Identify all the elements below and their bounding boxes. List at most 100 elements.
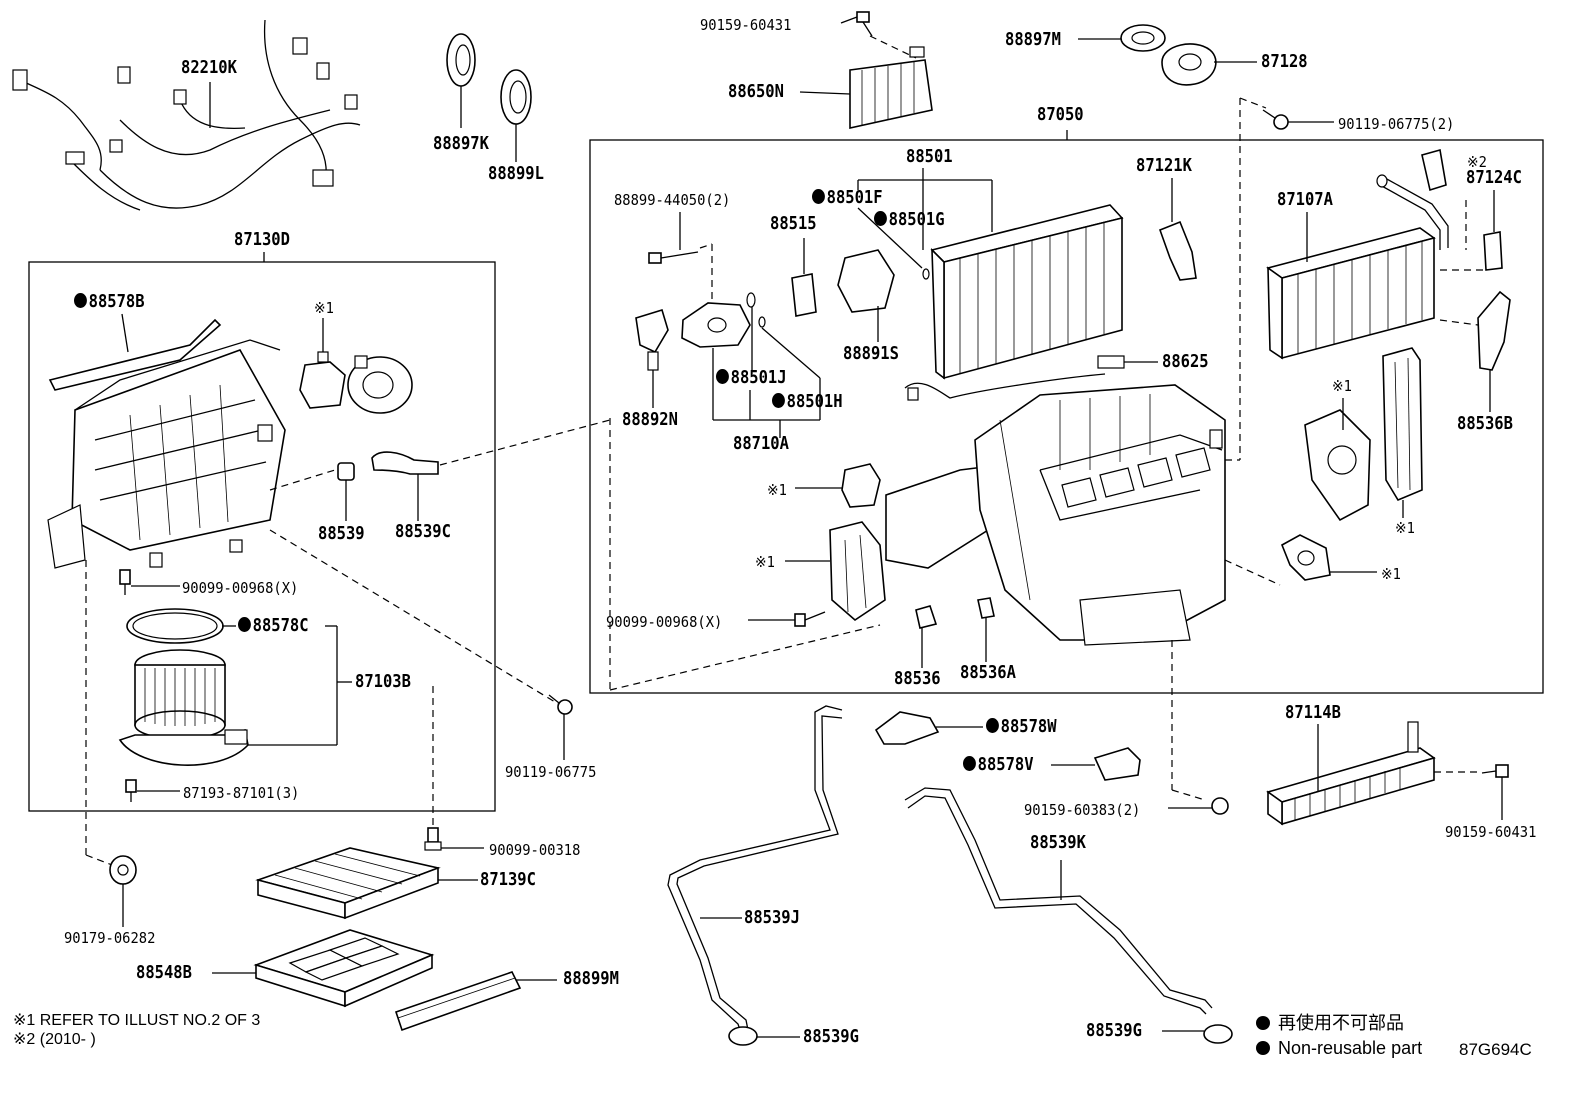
label-90159-60383[interactable]: 90159-60383(2) (1024, 801, 1141, 819)
label-88539[interactable]: 88539 (318, 523, 365, 544)
label-88899-44050[interactable]: 88899-44050(2) (614, 191, 731, 209)
label-88539G-left[interactable]: 88539G (803, 1026, 859, 1047)
servo-right-mid (1304, 409, 1371, 522)
label-ref1-d[interactable]: ※1 (1395, 519, 1415, 537)
label-88578W[interactable]: 88578W (986, 717, 1057, 737)
label-ref1-b[interactable]: ※1 (767, 481, 787, 499)
clip-88536A (977, 597, 995, 619)
label-90179-06282[interactable]: 90179-06282 (64, 929, 156, 947)
grommet-87128 (1161, 43, 1217, 86)
filter-87139C (255, 847, 441, 920)
screw-90099-00318 (424, 827, 442, 851)
screw-90099-00968-left (119, 569, 131, 595)
label-ref1-e[interactable]: ※1 (1381, 565, 1401, 583)
bolt-90119-06775-2 (1262, 109, 1289, 130)
label-88539J[interactable]: 88539J (744, 907, 800, 928)
label-88501F[interactable]: 88501F (812, 188, 883, 208)
bolt-90119-06775 (548, 694, 573, 715)
grommet-90179-06282 (109, 855, 137, 885)
label-87050[interactable]: 87050 (1037, 104, 1084, 125)
non-reusable-dot (74, 293, 87, 308)
non-reusable-dot (986, 718, 999, 733)
label-88710A[interactable]: 88710A (733, 433, 789, 454)
motor-cover (347, 355, 413, 414)
label-88897M[interactable]: 88897M (1005, 29, 1061, 50)
legend-dot (1256, 1016, 1270, 1030)
grommet-88897M (1120, 24, 1166, 52)
cover-88899M (394, 971, 522, 1032)
clip-87124C (1483, 231, 1503, 271)
label-88650N[interactable]: 88650N (728, 81, 784, 102)
label-88891S[interactable]: 88891S (843, 343, 899, 364)
seal-88899L (500, 69, 532, 125)
bracket-88891S (837, 249, 895, 313)
servo-right-tall (1382, 347, 1423, 502)
part-88515 (791, 273, 817, 317)
hose-88539K (904, 787, 1213, 1015)
label-88515[interactable]: 88515 (770, 213, 817, 234)
label-ref1-a[interactable]: ※1 (1332, 377, 1352, 395)
label-88501G[interactable]: 88501G (874, 210, 945, 230)
label-88892N[interactable]: 88892N (622, 409, 678, 430)
label-88536A[interactable]: 88536A (960, 662, 1016, 683)
label-90159-60431-right[interactable]: 90159-60431 (1445, 823, 1537, 841)
non-reusable-dot (238, 617, 251, 632)
legend-jp: 再使用不可部品 (1256, 1012, 1404, 1034)
non-reusable-dot (963, 756, 976, 771)
blower-case-87130D (47, 318, 286, 569)
label-88899M[interactable]: 88899M (563, 968, 619, 989)
tray-88548B (253, 929, 435, 1008)
label-ref2[interactable]: ※2 (1467, 153, 1487, 171)
label-88536[interactable]: 88536 (894, 668, 941, 689)
label-ref1-c[interactable]: ※1 (755, 553, 775, 571)
grommet-88539G-left (728, 1026, 758, 1046)
label-87124C[interactable]: 87124C (1466, 167, 1522, 188)
screw-90099-00968-right (794, 611, 826, 627)
label-88536B[interactable]: 88536B (1457, 413, 1513, 434)
label-88501J[interactable]: 88501J (716, 368, 787, 388)
label-90099-00318[interactable]: 90099-00318 (489, 841, 581, 859)
label-88501H[interactable]: 88501H (772, 392, 843, 412)
screw-87193-87101 (125, 779, 137, 802)
label-87193-87101[interactable]: 87193-87101(3) (183, 784, 300, 802)
sensor-88892N (635, 308, 669, 371)
label-88548B[interactable]: 88548B (136, 962, 192, 983)
bolt-90159-60431-top (856, 11, 873, 37)
blower-motor-87103B (118, 649, 249, 766)
non-reusable-dot (874, 211, 887, 226)
module-88650N (849, 46, 933, 129)
label-87121K[interactable]: 87121K (1136, 155, 1192, 176)
label-88578C[interactable]: 88578C (238, 616, 309, 636)
label-88501[interactable]: 88501 (906, 146, 953, 167)
hvac-case-87050 (885, 384, 1226, 646)
label-87107A[interactable]: 87107A (1277, 189, 1333, 210)
label-82210K[interactable]: 82210K (181, 57, 237, 78)
label-88539C[interactable]: 88539C (395, 521, 451, 542)
frame-87130D (28, 261, 496, 812)
label-88897K[interactable]: 88897K (433, 133, 489, 154)
label-88539G-right[interactable]: 88539G (1086, 1020, 1142, 1041)
label-87130D[interactable]: 87130D (234, 229, 290, 250)
label-90119-06775[interactable]: 90119-06775 (505, 763, 597, 781)
seal-88897K (446, 33, 476, 87)
label-88578V[interactable]: 88578V (963, 755, 1034, 775)
label-87114B[interactable]: 87114B (1285, 702, 1341, 723)
label-ref1-blower[interactable]: ※1 (314, 299, 334, 317)
non-reusable-dot (716, 369, 729, 384)
illustration-code: 87G694C (1459, 1040, 1532, 1059)
servo-center-2 (829, 521, 886, 622)
label-88539K[interactable]: 88539K (1030, 832, 1086, 853)
label-87128[interactable]: 87128 (1261, 51, 1308, 72)
label-90099-00968-left[interactable]: 90099-00968(X) (182, 579, 299, 597)
label-88578B[interactable]: 88578B (74, 292, 145, 312)
non-reusable-dot (772, 393, 785, 408)
label-88625[interactable]: 88625 (1162, 351, 1209, 372)
label-88899L[interactable]: 88899L (488, 163, 544, 184)
label-90099-00968-right[interactable]: 90099-00968(X) (606, 613, 723, 631)
grommet-88539G-right (1203, 1024, 1233, 1044)
label-87139C[interactable]: 87139C (480, 869, 536, 890)
label-87103B[interactable]: 87103B (355, 671, 411, 692)
label-90159-60431-top[interactable]: 90159-60431 (700, 16, 792, 34)
label-90119-06775-2[interactable]: 90119-06775(2) (1338, 115, 1455, 133)
